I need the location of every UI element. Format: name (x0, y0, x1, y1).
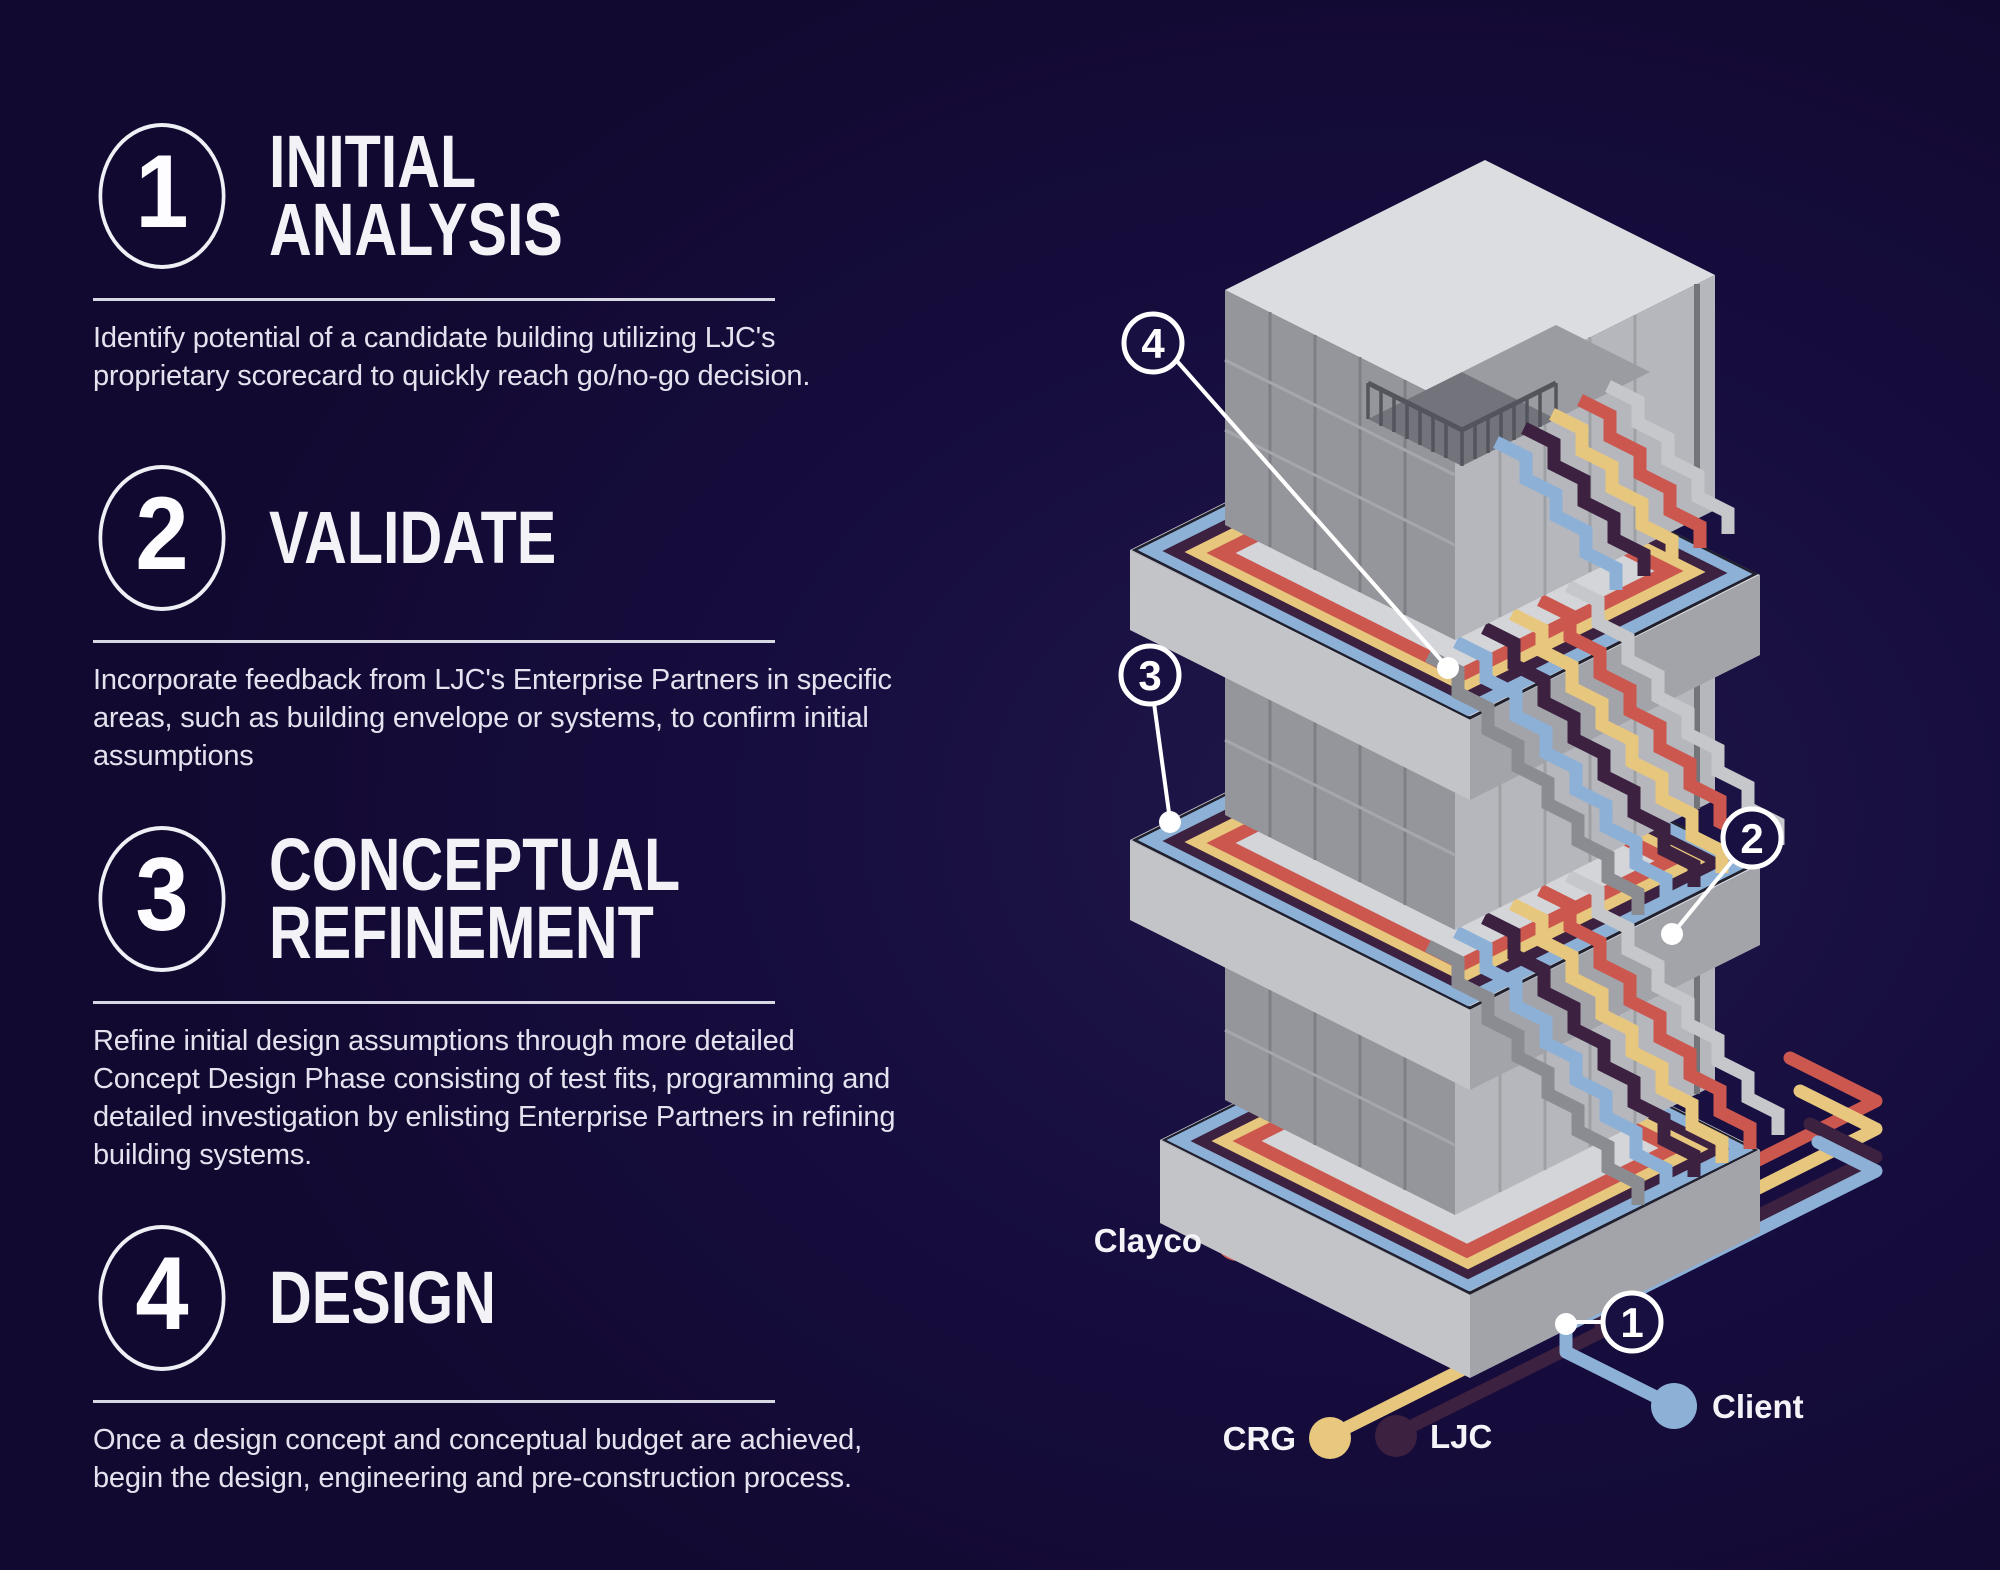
svg-text:4: 4 (1141, 320, 1165, 367)
step-4-description: Once a design concept and conceptual bud… (93, 1424, 862, 1494)
step-2-title: VALIDATE (269, 495, 557, 579)
callout-2-circle-icon (1720, 806, 1784, 870)
ribbon-stairs-middle (1425, 580, 1785, 915)
step-2-description: Incorporate feedback from LJC's Enterpri… (93, 664, 892, 772)
step-3-number-badge: 3 (98, 826, 226, 972)
callout-4-point-icon (1437, 657, 1459, 679)
divider (93, 1001, 775, 1004)
step-section-4: 4 DESIGN Once a design concept and conce… (93, 1225, 923, 1497)
callout-2: 2 (1661, 806, 1784, 945)
callout-3: 3 (1118, 643, 1182, 833)
ribbon-stairs-lower (1425, 870, 1785, 1205)
callout-1: 1 (1555, 1290, 1664, 1354)
callout-4-circle-icon (1121, 311, 1185, 375)
ljc-dot-icon (1375, 1415, 1417, 1457)
svg-text:1: 1 (1620, 1299, 1643, 1346)
callout-2-point-icon (1661, 923, 1683, 945)
client-label: Client (1712, 1388, 1804, 1425)
callout-1-point-icon (1555, 1313, 1577, 1335)
step-1-description: Identify potential of a candidate buildi… (93, 322, 811, 392)
ribbon-stairs-upper (1493, 380, 1735, 590)
crg-dot-icon (1309, 1417, 1351, 1459)
crg-label: CRG (1223, 1420, 1296, 1457)
client-dot-icon (1651, 1383, 1697, 1429)
divider (93, 298, 775, 301)
step-4-title: DESIGN (269, 1255, 496, 1339)
callout-1-circle-icon (1600, 1290, 1664, 1354)
svg-text:3: 3 (1138, 652, 1161, 699)
step-3-description: Refine initial design assumptions throug… (93, 1025, 896, 1171)
divider (93, 640, 775, 643)
step-4-number-badge: 4 (98, 1225, 226, 1371)
ljc-label: LJC (1430, 1418, 1492, 1455)
callout-3-point-icon (1159, 811, 1181, 833)
svg-text:2: 2 (1740, 815, 1763, 862)
clayco-label: Clayco (1094, 1222, 1202, 1259)
building-illustration: 4 3 2 1 Clayco CRG LJC Client (1094, 160, 1883, 1459)
callout-3-circle-icon (1118, 643, 1182, 707)
step-2-number-badge: 2 (98, 465, 226, 611)
callout-4: 4 (1121, 311, 1459, 679)
step-section-2: 2 VALIDATE Incorporate feedback from LJC… (93, 465, 923, 775)
roof-railing-icon (1366, 383, 1558, 466)
step-1-number-badge: 1 (98, 123, 226, 269)
divider (93, 1400, 775, 1403)
